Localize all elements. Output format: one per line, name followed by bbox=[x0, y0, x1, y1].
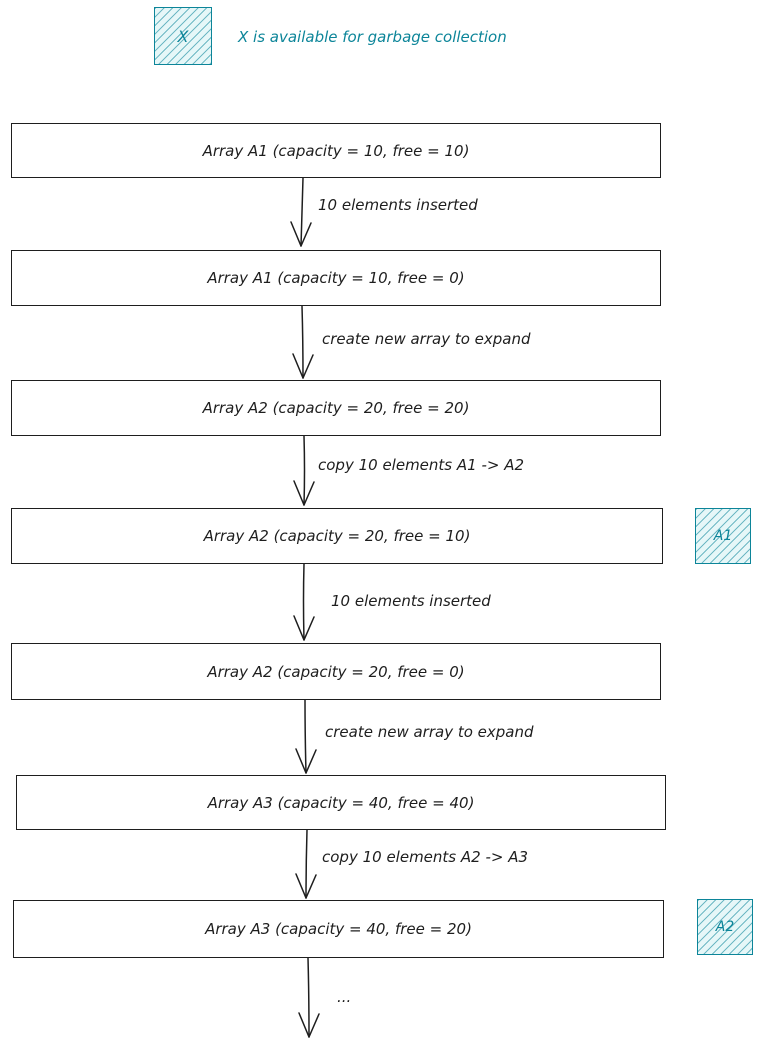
array-label: Array A2 (capacity = 20, free = 20) bbox=[202, 399, 470, 417]
arrow-2 bbox=[292, 305, 314, 379]
legend-swatch-label: X bbox=[177, 26, 189, 46]
array-box-a1-full: Array A1 (capacity = 10, free = 0) bbox=[11, 250, 661, 306]
step-label-copy-2: copy 10 elements A2 -> A3 bbox=[322, 848, 529, 866]
step-label-insert-1: 10 elements inserted bbox=[318, 196, 478, 214]
gc-marker-a1: A1 bbox=[695, 508, 751, 564]
arrow-5 bbox=[295, 699, 317, 774]
arrow-6 bbox=[295, 829, 317, 899]
array-label: Array A2 (capacity = 20, free = 0) bbox=[207, 662, 465, 681]
arrow-4 bbox=[293, 563, 315, 641]
legend-swatch: X bbox=[154, 7, 212, 65]
array-label: Array A1 (capacity = 10, free = 10) bbox=[202, 141, 470, 160]
gc-marker-label: A1 bbox=[713, 528, 733, 544]
array-label: Array A3 (capacity = 40, free = 40) bbox=[207, 793, 475, 812]
step-label-ellipsis: ... bbox=[337, 988, 352, 1006]
arrow-3 bbox=[293, 435, 315, 506]
gc-marker-label: A2 bbox=[715, 919, 735, 935]
array-label: Array A1 (capacity = 10, free = 0) bbox=[207, 269, 465, 287]
step-label-insert-2: 10 elements inserted bbox=[331, 592, 491, 610]
step-label-copy-1: copy 10 elements A1 -> A2 bbox=[318, 456, 525, 474]
array-label: Array A2 (capacity = 20, free = 10) bbox=[203, 527, 471, 545]
step-label-expand-2: create new array to expand bbox=[325, 723, 534, 741]
array-box-a1-initial: Array A1 (capacity = 10, free = 10) bbox=[11, 123, 661, 178]
arrow-7 bbox=[298, 957, 320, 1038]
arrow-1 bbox=[290, 177, 312, 247]
array-box-a2-full: Array A2 (capacity = 20, free = 0) bbox=[11, 643, 661, 700]
gc-marker-a2: A2 bbox=[697, 899, 753, 955]
array-box-a3-copied: Array A3 (capacity = 40, free = 20) bbox=[13, 900, 664, 958]
array-box-a3-new: Array A3 (capacity = 40, free = 40) bbox=[16, 775, 666, 830]
step-label-expand-1: create new array to expand bbox=[322, 330, 531, 348]
legend-text: X is available for garbage collection bbox=[238, 28, 507, 46]
array-box-a2-new: Array A2 (capacity = 20, free = 20) bbox=[11, 380, 661, 436]
array-label: Array A3 (capacity = 40, free = 20) bbox=[205, 920, 472, 938]
array-box-a2-copied: Array A2 (capacity = 20, free = 10) bbox=[11, 508, 663, 564]
